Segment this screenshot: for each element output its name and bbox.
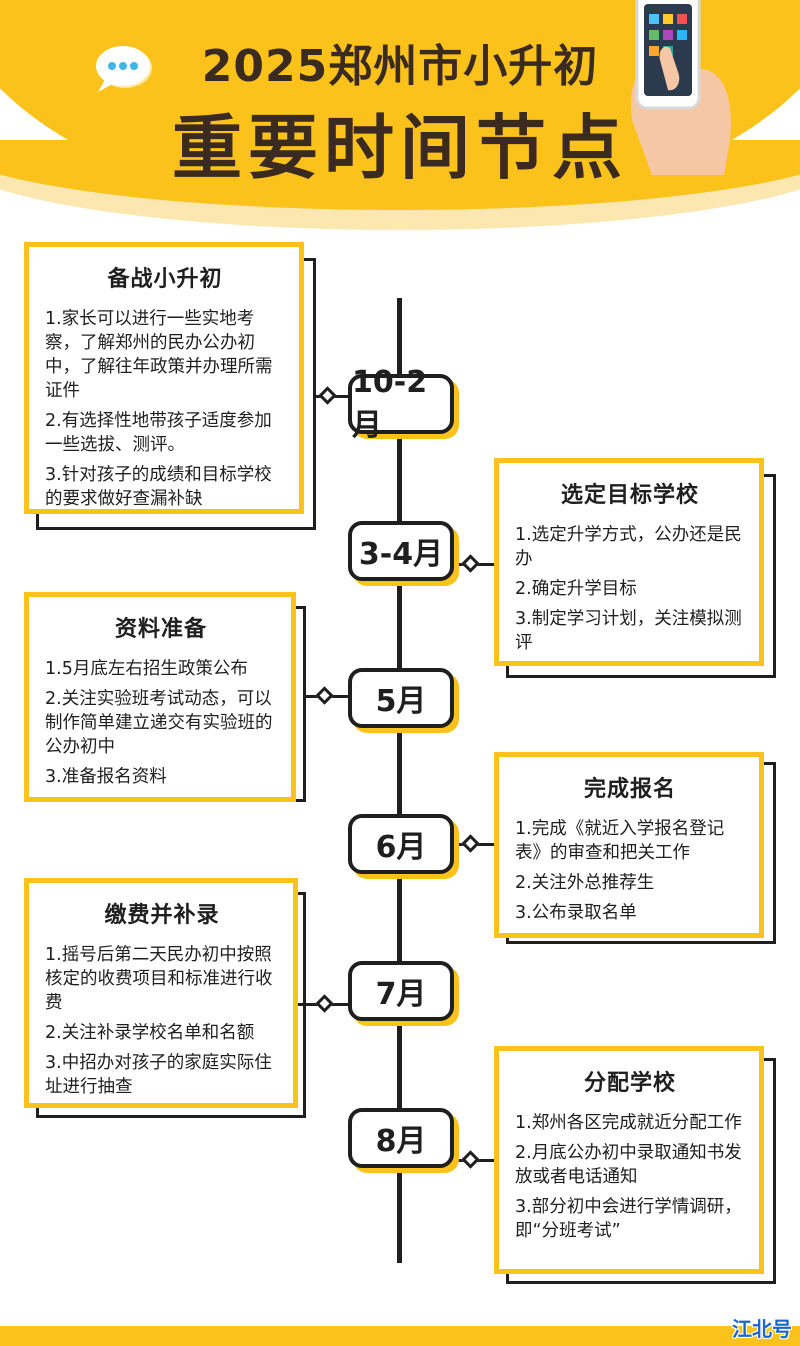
card-item: 2.确定升学目标 [515,579,637,599]
phone-hand-icon [631,0,731,175]
card-allocation: 分配学校 1.郑州各区完成就近分配工作 2.月底公办初中录取通知书发放或者电话通… [494,1046,764,1274]
diamond-icon [461,834,480,853]
card-title: 选定目标学校 [560,483,699,508]
card-item: 1.选定升学方式，公办还是民办 [515,525,742,569]
card-item: 2.关注外总推荐生 [515,873,655,893]
card-item: 3.部分初中会进行学情调研，即“分班考试” [515,1197,742,1241]
card-item: 3.制定学习计划，关注模拟测评 [515,609,742,653]
card-item: 2.月底公办初中录取通知书发放或者电话通知 [515,1143,742,1187]
diamond-icon [461,554,480,573]
month-label: 7月 [348,961,454,1021]
diamond-icon [318,386,337,405]
diamond-icon [461,1150,480,1169]
month-label: 6月 [348,814,454,874]
card-title: 备战小升初 [107,267,223,292]
card-item: 3.针对孩子的成绩和目标学校的要求做好查漏补缺 [45,465,272,509]
card-item: 2.有选择性地带孩子适度参加一些选拔、测评。 [45,411,272,455]
diamond-icon [315,994,334,1013]
month-label: 5月 [348,668,454,728]
card-item: 1.5月底左右招生政策公布 [45,659,248,679]
card-title: 完成报名 [583,777,676,802]
card-prepare: 备战小升初 1.家长可以进行一些实地考察，了解郑州的民办公办初中，了解往年政策并… [24,242,304,514]
card-title: 缴费并补录 [104,903,220,928]
card-item: 1.摇号后第二天民办初中按照核定的收费项目和标准进行收费 [45,945,273,1013]
card-target-school: 选定目标学校 1.选定升学方式，公办还是民办 2.确定升学目标 3.制定学习计划… [494,458,764,666]
card-item: 2.关注补录学校名单和名额 [45,1023,255,1043]
month-label: 3-4月 [348,521,454,581]
card-registration: 完成报名 1.完成《就近入学报名登记表》的审查和把关工作 2.关注外总推荐生 3… [494,752,764,938]
card-item: 1.家长可以进行一些实地考察，了解郑州的民办公办初中，了解往年政策并办理所需证件 [45,309,273,401]
timeline-line [397,298,402,1263]
card-item: 3.公布录取名单 [515,903,637,923]
card-payment: 缴费并补录 1.摇号后第二天民办初中按照核定的收费项目和标准进行收费 2.关注补… [24,878,298,1108]
card-title: 分配学校 [583,1071,676,1096]
card-item: 2.关注实验班考试动态，可以制作简单建立递交有实验班的公办初中 [45,689,273,757]
card-item: 1.完成《就近入学报名登记表》的审查和把关工作 [515,819,725,863]
card-item: 3.中招办对孩子的家庭实际住址进行抽查 [45,1053,272,1097]
diamond-icon [315,686,334,705]
chat-bubble-icon [96,46,152,92]
month-label: 10-2月 [348,365,454,443]
header-banner: 2025郑州市小升初 重要时间节点 [0,0,800,230]
title-top: 2025郑州市小升初 [201,41,599,92]
footer-bar [0,1326,800,1346]
card-item: 3.准备报名资料 [45,767,167,787]
page-title: 重要时间节点 [172,107,628,189]
card-materials: 资料准备 1.5月底左右招生政策公布 2.关注实验班考试动态，可以制作简单建立递… [24,592,296,802]
watermark: 江北号 [732,1317,792,1341]
card-item: 1.郑州各区完成就近分配工作 [515,1113,742,1133]
month-label: 8月 [348,1108,454,1168]
card-title: 资料准备 [114,617,207,642]
